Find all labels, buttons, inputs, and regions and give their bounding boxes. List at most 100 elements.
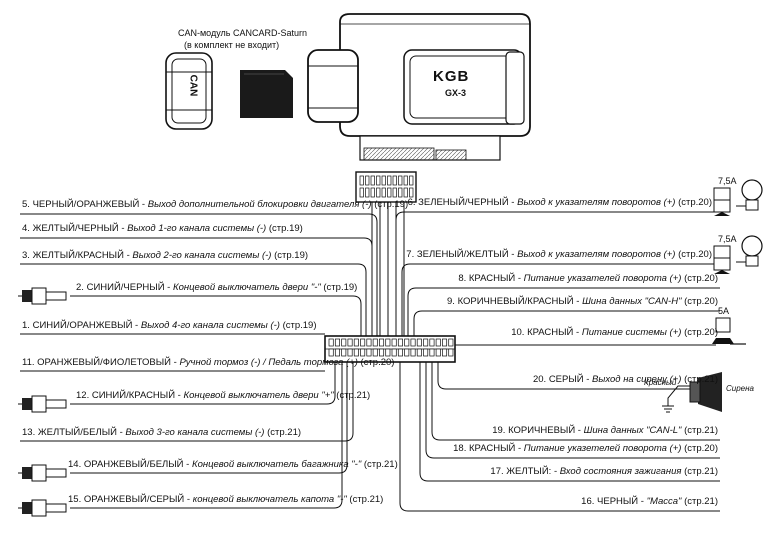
left-wire-label: 14. ОРАНЖЕВЫЙ/БЕЛЫЙ - Концевой выключате… xyxy=(68,459,398,470)
left-wire xyxy=(70,362,348,474)
wire-number: 20. xyxy=(532,374,547,385)
wire-number: 13. xyxy=(22,427,36,438)
wire-description: Шина данных "CAN-H" xyxy=(582,296,682,307)
connector-pin xyxy=(397,338,403,347)
connector-pin xyxy=(423,348,429,357)
connector-pin xyxy=(359,175,364,186)
connector-pin xyxy=(398,187,403,198)
connector-pin xyxy=(435,348,441,357)
connector-pin xyxy=(353,348,359,357)
right-wire xyxy=(413,310,720,336)
wire-color: ЧЕРНЫЙ xyxy=(597,496,639,507)
page-ref: (стр.21) xyxy=(684,496,718,507)
wire-description: Концевой выключатель двери "+" xyxy=(183,390,334,401)
connector-pin xyxy=(347,348,353,357)
siren-icon xyxy=(662,372,722,413)
connector-pin xyxy=(403,187,408,198)
wire-color: КРАСНЫЙ xyxy=(469,443,516,454)
connector-pin xyxy=(385,348,391,357)
door-switch-plus-icon xyxy=(18,395,67,413)
right-wire-label: 20. СЕРЫЙ - Выход на сирену (+) (стр.21) xyxy=(532,374,718,385)
wire-color: ЖЕЛТЫЙ/БЕЛЫЙ xyxy=(37,427,117,438)
wire-color: ЖЕЛТЫЙ: xyxy=(506,466,552,477)
connector-pin xyxy=(448,348,454,357)
can-module-caption: CAN-модуль CANCARD-Saturn xyxy=(178,28,308,38)
wire-description: Выход на сирену (+) xyxy=(592,374,682,385)
connector-pin xyxy=(429,348,435,357)
connector-pin xyxy=(397,348,403,357)
page-ref: (стр.20) xyxy=(684,443,718,454)
page-ref: (стр.21) xyxy=(363,459,398,470)
page-ref: (стр.19) xyxy=(374,199,409,210)
right-wire-label: 6. ЗЕЛЕНЫЙ/ЧЕРНЫЙ - Выход к указателям п… xyxy=(407,197,712,208)
wire-number: 6. xyxy=(407,197,416,208)
wire-color: ОРАНЖЕВЫЙ/БЕЛЫЙ xyxy=(83,459,184,470)
wire-number: 7. xyxy=(406,249,415,260)
wire-color: ЗЕЛЕНЫЙ/ЖЕЛТЫЙ xyxy=(416,249,509,260)
wire-description: Концевой выключатель багажника "-" xyxy=(191,459,362,470)
wire-color: ЧЕРНЫЙ/ОРАНЖЕВЫЙ xyxy=(32,199,140,210)
page-ref: (стр.21) xyxy=(267,427,302,438)
connector-pin xyxy=(385,338,391,347)
wire-color: ОРАНЖЕВЫЙ/СЕРЫЙ xyxy=(83,494,185,505)
can-card-module xyxy=(165,52,213,130)
page-ref: (стр.19) xyxy=(274,250,309,261)
connector-pin xyxy=(381,187,386,198)
wire-description: Ручной тормоз (-) / Педаль тормоза (+) xyxy=(179,357,358,368)
wire-description: Выход 3-го канала системы (-) xyxy=(125,427,265,438)
left-wire-label: 4. ЖЕЛТЫЙ/ЧЕРНЫЙ - Выход 1-го канала сис… xyxy=(22,223,303,234)
right-wire xyxy=(419,362,720,482)
right-wire-label: 18. КРАСНЫЙ - Питание указетелей поворот… xyxy=(453,443,718,454)
left-wire xyxy=(20,213,378,336)
connector-pin xyxy=(392,187,397,198)
left-wire-label: 11. ОРАНЖЕВЫЙ/ФИОЛЕТОВЫЙ - Ручной тормоз… xyxy=(22,357,395,368)
wire-description: Питание указателей поворота (+) xyxy=(523,273,682,284)
connector-pin xyxy=(387,187,392,198)
fuse-1-label: 7,5A xyxy=(718,176,737,186)
wire-description: Выход 1-го канала системы (-) xyxy=(127,223,267,234)
wire-color: СИНИЙ/ЧЕРНЫЙ xyxy=(86,282,165,293)
right-wire xyxy=(437,362,690,390)
siren-red-label: Красный xyxy=(644,378,677,387)
left-wire xyxy=(20,263,367,336)
page-ref: (стр.21) xyxy=(349,494,384,505)
wire-number: 2. xyxy=(76,282,84,293)
wire-description: Выход к указателям поворотов (+) xyxy=(517,197,676,208)
left-wire-label: 12. СИНИЙ/КРАСНЫЙ - Концевой выключатель… xyxy=(76,390,371,401)
connector-pin xyxy=(376,175,381,186)
connector-pin xyxy=(410,338,416,347)
right-wire xyxy=(407,287,720,336)
left-wire-label: 1. СИНИЙ/ОРАНЖЕВЫЙ - Выход 4-го канала с… xyxy=(22,320,317,331)
page-ref: (стр.19) xyxy=(282,320,317,331)
left-wire xyxy=(70,362,343,509)
connector-pin xyxy=(429,338,435,347)
left-wire-label: 13. ЖЕЛТЫЙ/БЕЛЫЙ - Выход 3-го канала сис… xyxy=(22,427,302,438)
page-ref: (стр.20) xyxy=(678,197,712,208)
connector-pin xyxy=(353,338,359,347)
connector-pin xyxy=(334,338,340,347)
page-ref: (стр.21) xyxy=(336,390,371,401)
connector-pin xyxy=(360,348,366,357)
wire-color: КРАСНЫЙ xyxy=(468,273,516,284)
connector-pin xyxy=(366,338,372,347)
right-wire-label: 17. ЖЕЛТЫЙ: - Вход состояния зажигания (… xyxy=(490,466,718,477)
left-wire xyxy=(70,362,336,405)
connector-pin xyxy=(423,338,429,347)
wire-number: 5. xyxy=(22,199,30,210)
connector-pin xyxy=(372,338,378,347)
connector-pin xyxy=(341,338,347,347)
wire-number: 16. xyxy=(581,496,595,507)
connector-pin xyxy=(365,187,370,198)
wire-number: 8. xyxy=(458,273,467,284)
connector-pin xyxy=(435,338,441,347)
connector-pin xyxy=(341,348,347,357)
wire-number: 10. xyxy=(511,327,525,338)
fuse-2-label: 7,5A xyxy=(718,234,737,244)
wire-description: Вход состояния зажигания xyxy=(559,466,682,477)
connector-pin xyxy=(360,338,366,347)
connector-pin xyxy=(391,338,397,347)
wire-color: КРАСНЫЙ xyxy=(527,327,574,338)
right-wire-label: 7. ЗЕЛЕНЫЙ/ЖЕЛТЫЙ - Выход к указателям п… xyxy=(406,249,712,260)
wire-number: 19. xyxy=(492,425,506,436)
